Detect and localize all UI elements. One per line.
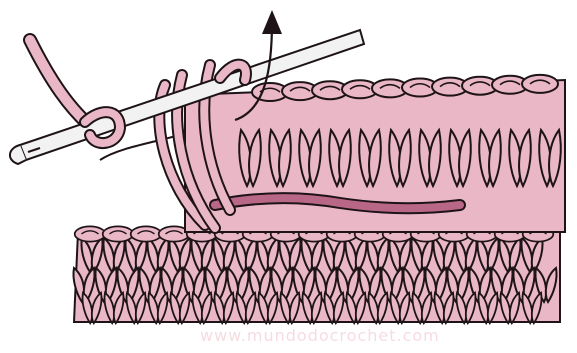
top-chain [522, 75, 558, 93]
watermark-text: www.mundodocrochet.com [200, 326, 440, 345]
fabric-chain [103, 226, 134, 241]
fabric-chain [75, 226, 106, 241]
foundation-fabric [73, 226, 560, 323]
fabric-chain [131, 226, 162, 241]
